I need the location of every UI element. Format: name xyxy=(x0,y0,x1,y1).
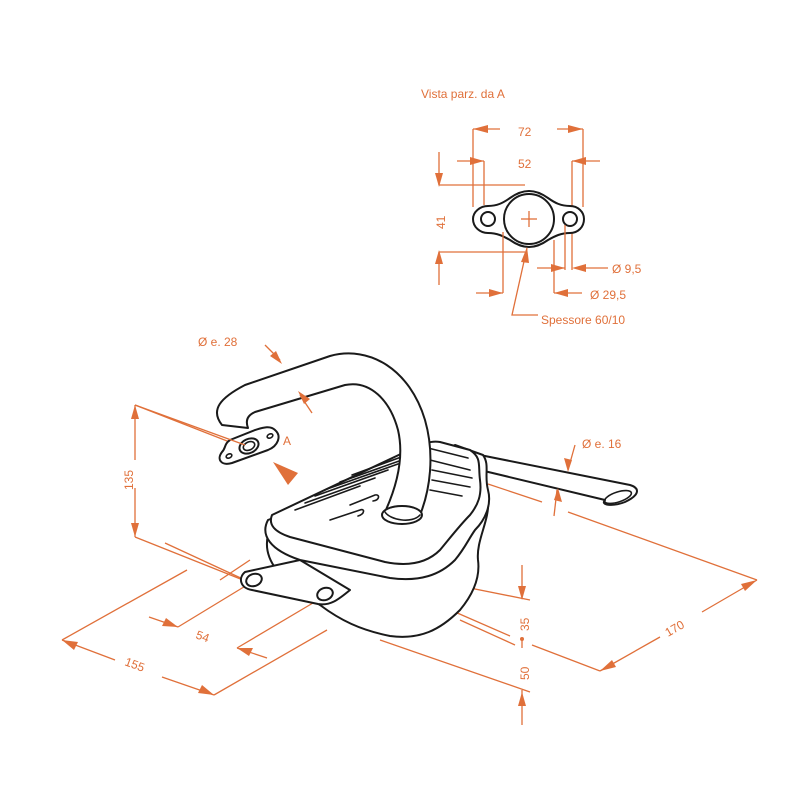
dim-height-bracket: 35 xyxy=(518,617,532,631)
dim-height-bottom: 50 xyxy=(518,666,532,680)
dim-outlet-diameter: Ø e. 16 xyxy=(582,437,622,451)
dim-width-total: 155 xyxy=(123,655,147,675)
detail-view-title: Vista parz. da A xyxy=(421,87,505,101)
inlet-pipe xyxy=(216,352,432,525)
dim-height: 41 xyxy=(434,215,448,229)
dim-inlet-diameter: Ø e. 28 xyxy=(198,335,238,349)
outlet-diameter-callout: Ø e. 16 xyxy=(553,437,622,517)
view-direction-arrow xyxy=(273,462,298,485)
view-marker-label: A xyxy=(283,434,291,448)
dim-depth: 170 xyxy=(663,617,688,639)
outlet-pipe xyxy=(479,454,638,506)
mounting-bracket xyxy=(239,559,351,606)
dim-bracket-spacing: 54 xyxy=(194,628,212,646)
dim-bore-diameter: Ø 29,5 xyxy=(590,288,626,302)
dim-width-outer: 72 xyxy=(518,125,532,139)
detail-view: Vista parz. da A 72 52 41 xyxy=(421,87,642,327)
dim-hole-diameter: Ø 9,5 xyxy=(612,262,642,276)
thickness-label: Spessore 60/10 xyxy=(541,313,625,327)
main-view: 155 54 35 50 xyxy=(61,335,758,725)
inlet-flange xyxy=(218,426,280,465)
top-ribbing xyxy=(294,447,473,521)
dim-height-total: 135 xyxy=(122,470,136,490)
dim-width-holes: 52 xyxy=(518,157,532,171)
inlet-diameter-callout: Ø e. 28 xyxy=(198,335,313,414)
